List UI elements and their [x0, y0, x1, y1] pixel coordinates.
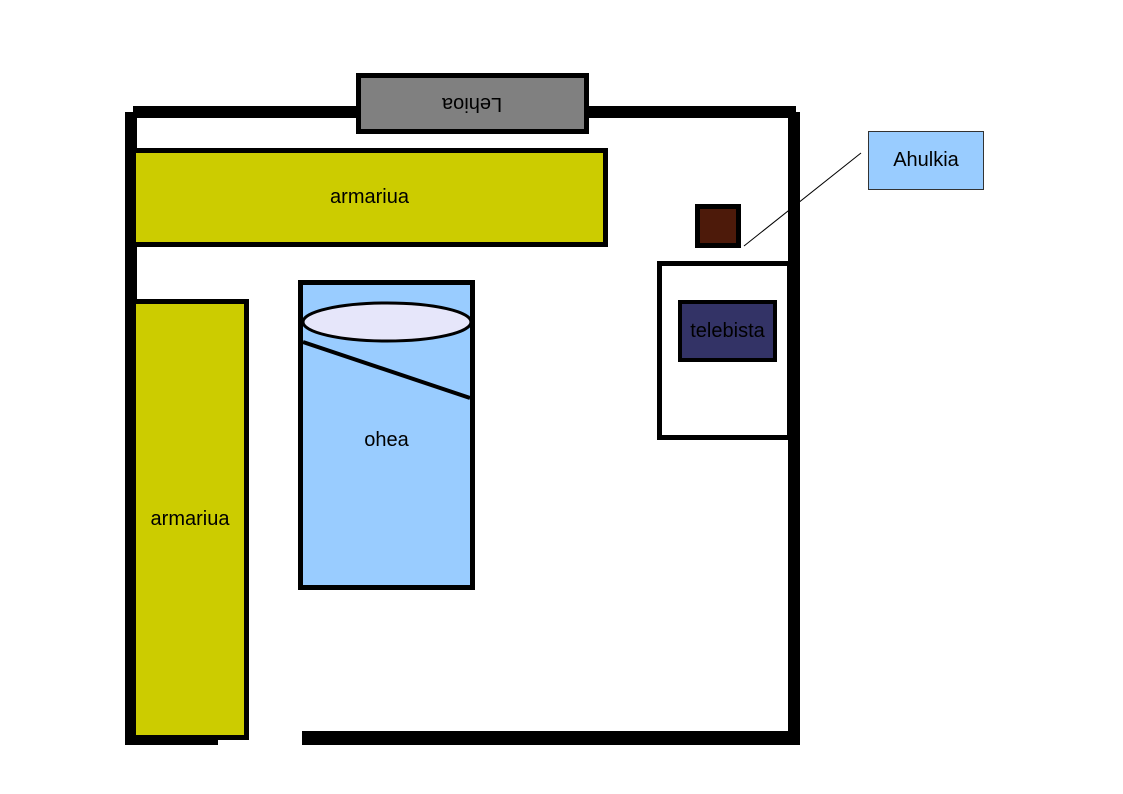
blanket-fold-line — [303, 340, 470, 400]
callout-box: Ahulkia — [868, 131, 984, 190]
callout-label: Ahulkia — [893, 149, 959, 171]
tv-label: telebista — [690, 319, 765, 342]
wardrobe-left-label: armariua — [150, 508, 230, 530]
callout-line — [743, 152, 862, 247]
wall-bottom-right — [302, 731, 796, 745]
wardrobe-top: armariua — [131, 148, 608, 247]
bed-label-wrap: ohea — [303, 425, 470, 455]
wardrobe-left: armariua — [131, 299, 249, 740]
bed-sheet-lines — [303, 301, 470, 400]
bed-label: ohea — [364, 428, 409, 451]
wardrobe-top-label: armariua — [330, 186, 409, 208]
bed: ohea — [298, 280, 475, 590]
pillow — [303, 301, 470, 343]
stool — [695, 204, 741, 248]
window-label: Lehioa — [442, 93, 503, 115]
tv: telebista — [678, 300, 777, 362]
window: Lehioa — [356, 73, 589, 134]
